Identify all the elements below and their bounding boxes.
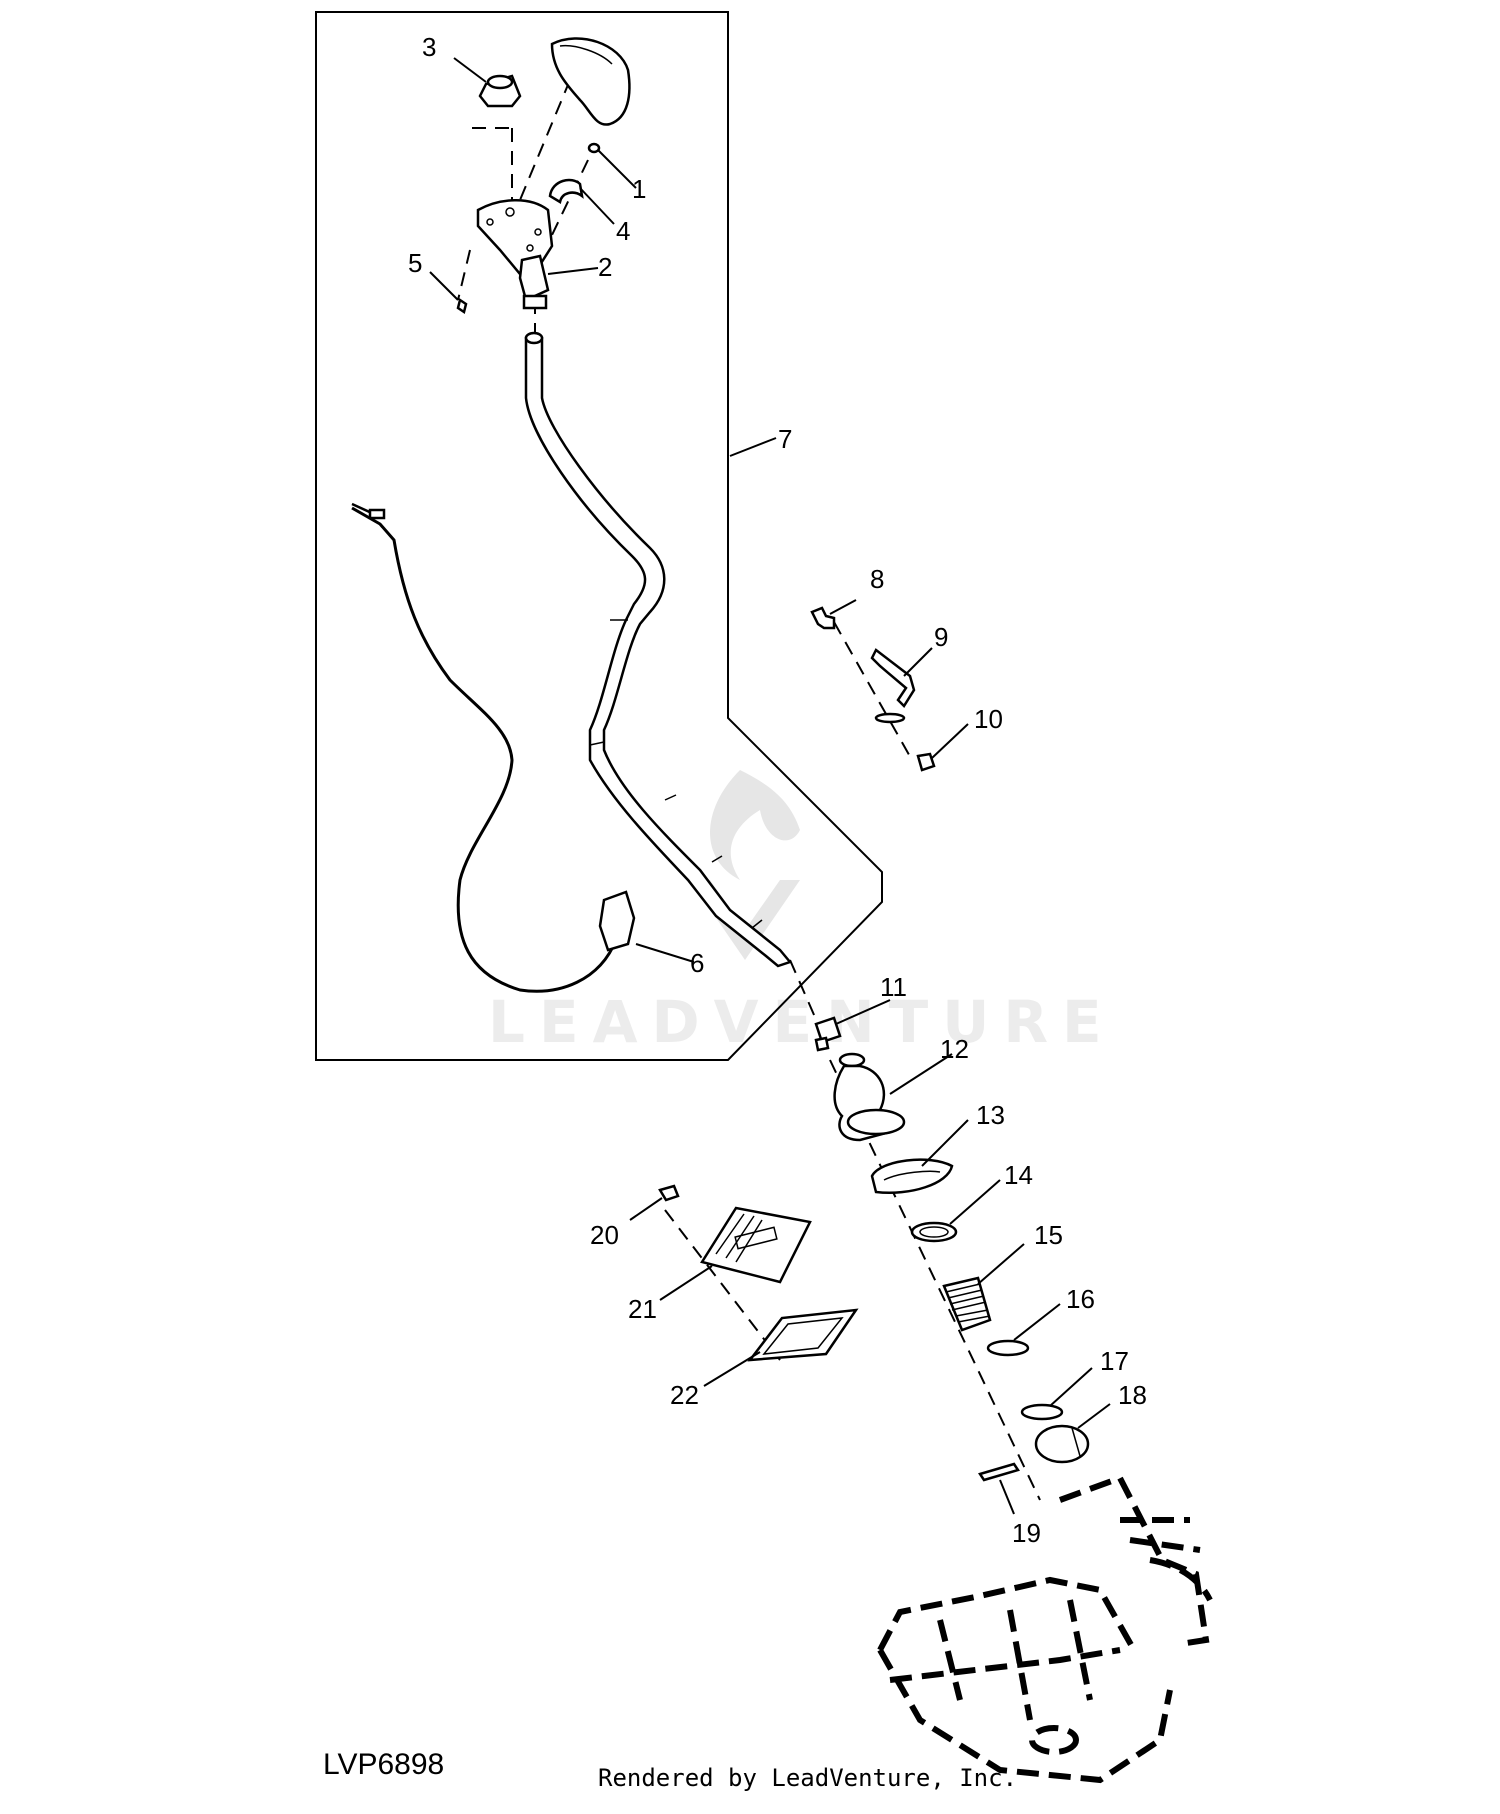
figure-code: LVP6898 [323, 1748, 445, 1781]
callout-8: 8 [870, 564, 884, 594]
transmission-housing [877, 1474, 1213, 1784]
callout-5: 5 [408, 248, 422, 278]
part-13-ring [870, 1158, 954, 1194]
part-19-pin [978, 1462, 1020, 1482]
callout-4: 4 [616, 216, 630, 246]
callout-18: 18 [1118, 1380, 1147, 1410]
part-18-ball [1034, 1424, 1090, 1464]
part-16-ring [986, 1339, 1030, 1357]
part-21-plate [700, 1206, 812, 1284]
part-1-screw [587, 142, 601, 154]
callout-16: 16 [1066, 1284, 1095, 1314]
part-12-boot [833, 1052, 906, 1142]
assembly-frame [315, 11, 883, 1061]
callout-11: 11 [880, 972, 907, 1002]
callout-2: 2 [598, 252, 612, 282]
part-14-ring [910, 1221, 958, 1243]
part-9-bracket [870, 648, 916, 724]
part-15-spring [942, 1276, 992, 1332]
part-11-bushing [814, 1016, 842, 1052]
rendered-by-credit: Rendered by LeadVenture, Inc. [598, 1764, 1018, 1792]
part-2-housing [476, 199, 554, 310]
part-20-screw [658, 1184, 680, 1202]
callout-13: 13 [976, 1100, 1005, 1130]
callout-12: 12 [940, 1034, 969, 1064]
callout-15: 15 [1034, 1220, 1063, 1250]
shift-knob-cap [550, 37, 631, 126]
part-4-clip [548, 178, 584, 204]
callout-22: 22 [670, 1380, 699, 1410]
part-3-insert [478, 74, 522, 108]
callout-7: 7 [778, 424, 792, 454]
watermark-text: LEADVENTURE [488, 988, 1116, 1056]
callout-19: 19 [1012, 1518, 1041, 1548]
part-6-wire-harness [351, 502, 636, 993]
part-7-shift-lever [524, 331, 793, 968]
callout-21: 21 [628, 1294, 657, 1324]
callout-17: 17 [1100, 1346, 1129, 1376]
part-8-bolt [810, 606, 836, 630]
callout-9: 9 [934, 622, 948, 652]
callout-labels: 1 2 3 4 5 6 7 8 9 10 11 12 13 14 15 16 1… [408, 32, 1147, 1548]
callout-10: 10 [974, 704, 1003, 734]
part-22-gasket [747, 1308, 859, 1362]
callout-14: 14 [1004, 1160, 1033, 1190]
part-17-ring [1020, 1403, 1064, 1421]
callout-1: 1 [632, 174, 646, 204]
leadventure-watermark: LEADVENTURE [488, 770, 1116, 1056]
callout-20: 20 [590, 1220, 619, 1250]
part-10-nut [916, 752, 936, 772]
leader-lines [429, 57, 1111, 1515]
callout-3: 3 [422, 32, 436, 62]
part-5-screw [456, 297, 468, 315]
callout-6: 6 [690, 948, 704, 978]
